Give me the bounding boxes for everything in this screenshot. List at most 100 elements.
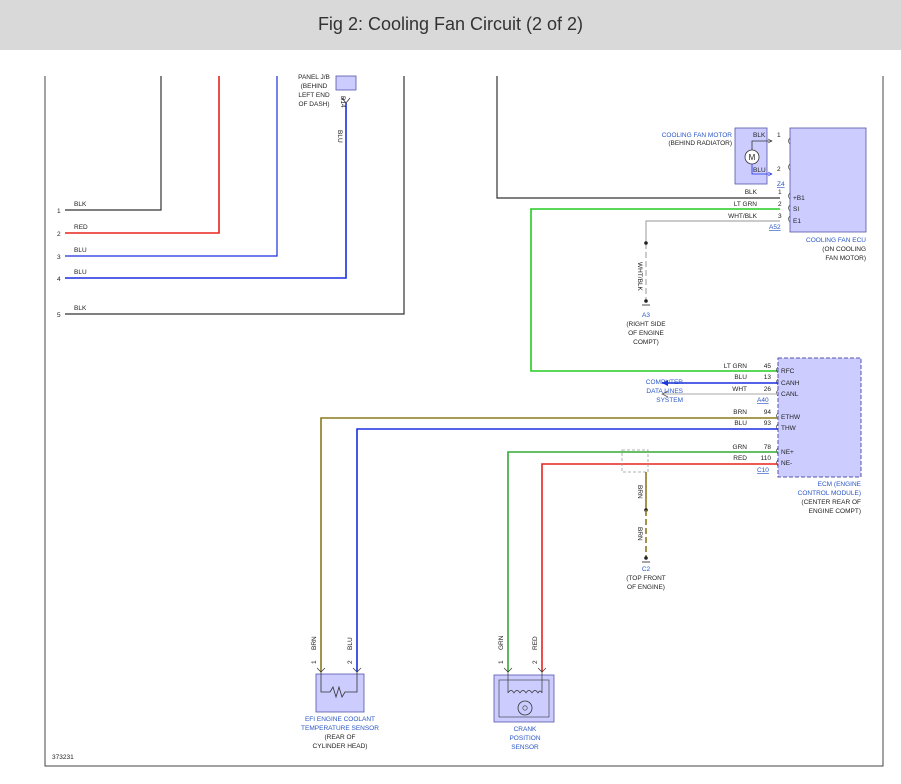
ground-c2: BRN BRN C2 (TOP FRONT OF ENGINE) [621,449,666,591]
wire-red-ne-minus [541,463,778,672]
ecm-pin-1: 45 [764,363,772,370]
fan-ecu-location-0: (ON COOLING [822,246,866,253]
ecm-term-3: CANL [781,391,799,398]
ecm-pin-7: 110 [761,455,772,462]
wire-motor-blk [496,76,780,199]
ecm-connector-a: A40 [757,397,769,404]
ecm-term-2: CANH [781,380,800,387]
computer-data-lines: COMPUTER DATA LINES SYSTEM [646,379,684,404]
crank-sensor-name-1: POSITION [509,735,540,742]
fan-ecu-body [789,127,867,233]
ecm-pin-5: 93 [764,420,772,427]
ecm: LT GRN BLU WHT BRN BLU GRN RED 45 13 26 … [661,357,862,515]
fan-motor-pin-top: 1 [777,132,781,139]
wire-ecu-whtblk [645,220,780,243]
ecm-pin-2: 13 [764,374,772,381]
ecm-pin-6: 78 [764,444,772,451]
fan-motor-arrow-top [767,138,773,144]
ecm-location-0: (CENTER REAR OF [801,499,861,506]
fan-ecu-location-1: FAN MOTOR) [825,255,866,262]
coolant-sensor-body [315,673,365,713]
header-bar: Fig 2: Cooling Fan Circuit (2 of 2) [0,0,901,50]
ecm-wire-6: GRN [733,444,748,451]
crank-sensor-pin-arrow-2 [537,667,547,673]
fan-ecu-term-2: SI [793,206,799,213]
ecm-pin-3: 26 [764,386,772,393]
dash-panel-label-1: (BEHIND [301,83,328,90]
dash-panel-wire-label: BLU [336,130,343,143]
coolant-sensor-pin-arrow-1 [316,667,326,673]
ecm-wire-4: BRN [733,409,747,416]
wire-blu-4 [65,103,347,279]
crank-sensor-gear-icon [517,700,533,716]
ecm-name-0: ECM (ENGINE [818,481,862,488]
dash-panel-body [335,75,357,91]
crank-sensor-coil [507,672,543,694]
fan-ecu-wire-1: BLK [745,189,758,196]
ecm-term-6: NE+ [781,449,794,456]
ground-a3-location-0: (RIGHT SIDE [626,321,666,328]
ecm-term-1: RFC [781,368,795,375]
ground-a3-wire-label: WHT/BLK [636,262,643,292]
fan-motor-symbol-letter: M [749,153,756,162]
crank-position-sensor: 1 2 GRN RED CRANK POSITION SENSOR [493,635,555,751]
data-lines-label-2: SYSTEM [656,397,683,404]
wire-grn-ne-plus [507,451,778,672]
coolant-temp-sensor: 1 2 BRN BLU EFI ENGINE COOLANT TEMPERATU… [301,636,379,750]
fan-motor-connector: Z4 [777,181,785,188]
left-wire-label-2: RED [74,224,88,231]
left-wire-label-3: BLU [74,247,87,254]
dash-panel-jb: PANEL J/B (BEHIND LEFT END OF DASH) B14 … [298,74,357,143]
ecm-connector-c: C10 [757,467,769,474]
dash-panel-label-0: PANEL J/B [298,74,330,81]
coolant-sensor-name-1: TEMPERATURE SENSOR [301,725,379,732]
ground-c2-id: C2 [642,566,651,573]
wire-blk-1 [65,76,162,211]
ecm-wire-3: WHT [732,386,747,393]
ground-a3-node-top [644,241,648,245]
ground-c2-location-1: OF ENGINE) [627,584,665,591]
left-wire-label-4: BLU [74,269,87,276]
fan-ecu-pin-3: 3 [778,213,782,220]
ecm-wire-7: RED [733,455,747,462]
fan-ecu-term-3: E1 [793,218,801,225]
left-wire-label-5: BLK [74,305,87,312]
ecm-location-1: ENGINE COMPT) [809,508,861,515]
fan-motor-wire-top: BLK [753,132,766,139]
fan-ecu-pin-1: 1 [778,189,782,196]
crank-sensor-pin-1: 1 [498,660,505,664]
ground-c2-location-0: (TOP FRONT [626,575,666,582]
wire-red-2 [65,76,220,234]
left-pin-1: 1 [57,208,61,215]
crank-sensor-wire-1: GRN [498,635,505,650]
left-pin-2: 2 [57,231,61,238]
crank-sensor-inner [498,679,550,718]
left-pin-3: 3 [57,254,61,261]
page-title: Fig 2: Cooling Fan Circuit (2 of 2) [317,14,584,34]
fan-motor-pin-bottom: 2 [777,166,781,173]
coolant-sensor-pin-2: 2 [347,660,354,664]
dash-panel-label-3: OF DASH) [298,101,329,108]
wire-blu-3 [65,76,278,257]
wiring-diagram: 1 2 3 4 5 BLK RED BLU BLU BLK PANEL J/B … [44,74,884,767]
fan-motor-name: COOLING FAN MOTOR [662,132,733,139]
coolant-sensor-wire-1: BRN [311,636,318,650]
fan-ecu-wire-3: WHT/BLK [728,213,758,220]
ecm-wire-1: LT GRN [724,363,748,370]
ground-a3-id: A3 [642,312,650,319]
fan-motor-location: (BEHIND RADIATOR) [668,140,732,147]
crank-sensor-pin-arrow-1 [503,667,513,673]
data-lines-label-0: COMPUTER [646,379,684,386]
ecm-name-1: CONTROL MODULE) [798,490,861,497]
ecm-pin-hooks [776,366,779,467]
crank-sensor-name-0: CRANK [514,726,537,733]
fan-ecu-wire-2: LT GRN [734,201,758,208]
ecm-wire-5: BLU [734,420,747,427]
ecm-term-7: NE- [781,460,792,467]
coolant-sensor-pin-arrow-2 [352,667,362,673]
fan-ecu-pin-2: 2 [778,201,782,208]
fan-motor-arrow-bottom [767,171,773,177]
fan-motor: M BLK BLU 1 2 Z4 COOLING FAN MOTOR (BEHI… [496,76,785,199]
wire-brn-ethw [320,417,778,672]
crank-sensor-pin-2: 2 [532,660,539,664]
